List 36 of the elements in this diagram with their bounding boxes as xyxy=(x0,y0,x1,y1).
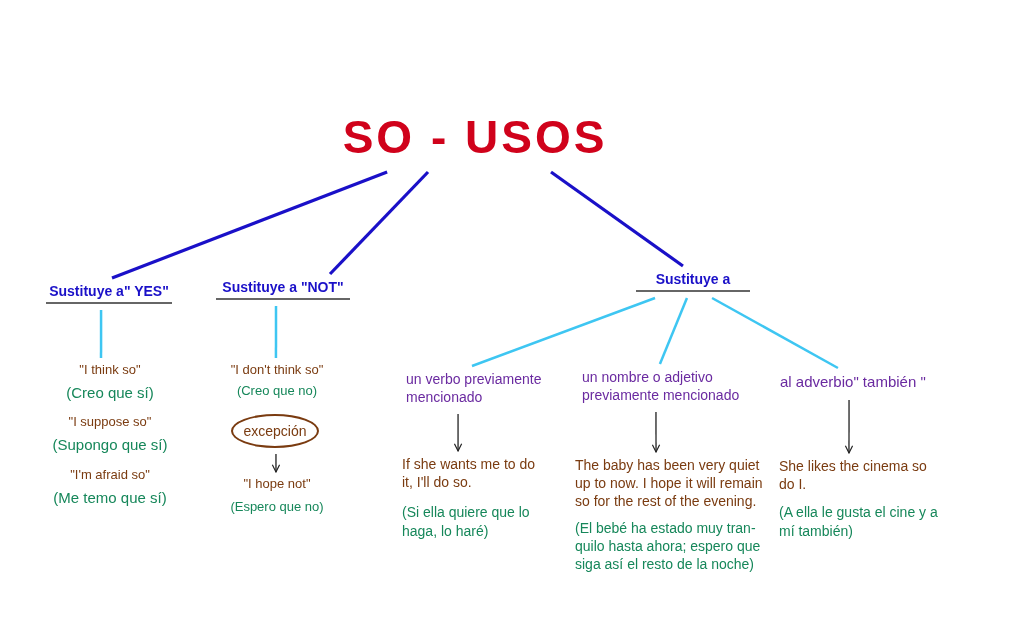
example-text: She likes the cinema so do I. xyxy=(779,457,928,494)
section-heading: Sustituye a" YES" xyxy=(46,282,172,304)
exception-ellipse: excepción xyxy=(231,414,319,448)
translation-text: (Creo que no) xyxy=(235,382,319,400)
arrow xyxy=(271,453,281,473)
example-text: The baby has been very quiet up to now. I hope it will remain so for the rest of the evening. xyxy=(575,456,764,511)
translation-text: (A ella le gusta el cine y a mí también) xyxy=(779,503,939,540)
diagram-title: SO - USOS xyxy=(330,108,620,166)
connector-line xyxy=(274,306,278,358)
translation-text: (El bebé ha estado muy tran- quilo hasta ahora; espero que siga así el resto de la noche) xyxy=(575,518,762,574)
translation-text: (Creo que sí) xyxy=(65,382,155,403)
connector-line xyxy=(111,170,388,280)
connector-line xyxy=(471,296,656,368)
connector-line xyxy=(658,297,689,365)
usage-text: al adverbio" también " xyxy=(780,372,927,392)
connector-line xyxy=(550,170,684,268)
connector-line xyxy=(711,296,839,370)
arrow xyxy=(453,413,463,452)
connector-line xyxy=(99,310,103,358)
example-text: If she wants me to do it, I'll do so. xyxy=(402,455,537,492)
example-text: "I think so" xyxy=(78,362,142,379)
translation-text: (Me temo que sí) xyxy=(52,487,168,508)
usage-text: un nombre o adjetivo previamente mencionado xyxy=(582,368,741,405)
usage-text: un verbo previamente mencionado xyxy=(406,370,543,407)
example-text: "I suppose so" xyxy=(67,414,153,432)
arrow xyxy=(844,399,854,454)
translation-text: (Si ella quiere que lo haga, lo haré) xyxy=(402,503,531,540)
example-text: "I hope not" xyxy=(242,476,312,493)
connector-line xyxy=(328,170,430,276)
example-text: "I'm afraid so" xyxy=(69,466,151,484)
arrow xyxy=(651,411,661,453)
translation-text: (Espero que no) xyxy=(229,498,325,516)
example-text: "I don't think so" xyxy=(229,362,325,379)
section-heading: Sustituye a xyxy=(636,270,750,292)
section-heading: Sustituye a "NOT" xyxy=(216,278,350,300)
translation-text: (Supongo que sí) xyxy=(51,435,169,455)
